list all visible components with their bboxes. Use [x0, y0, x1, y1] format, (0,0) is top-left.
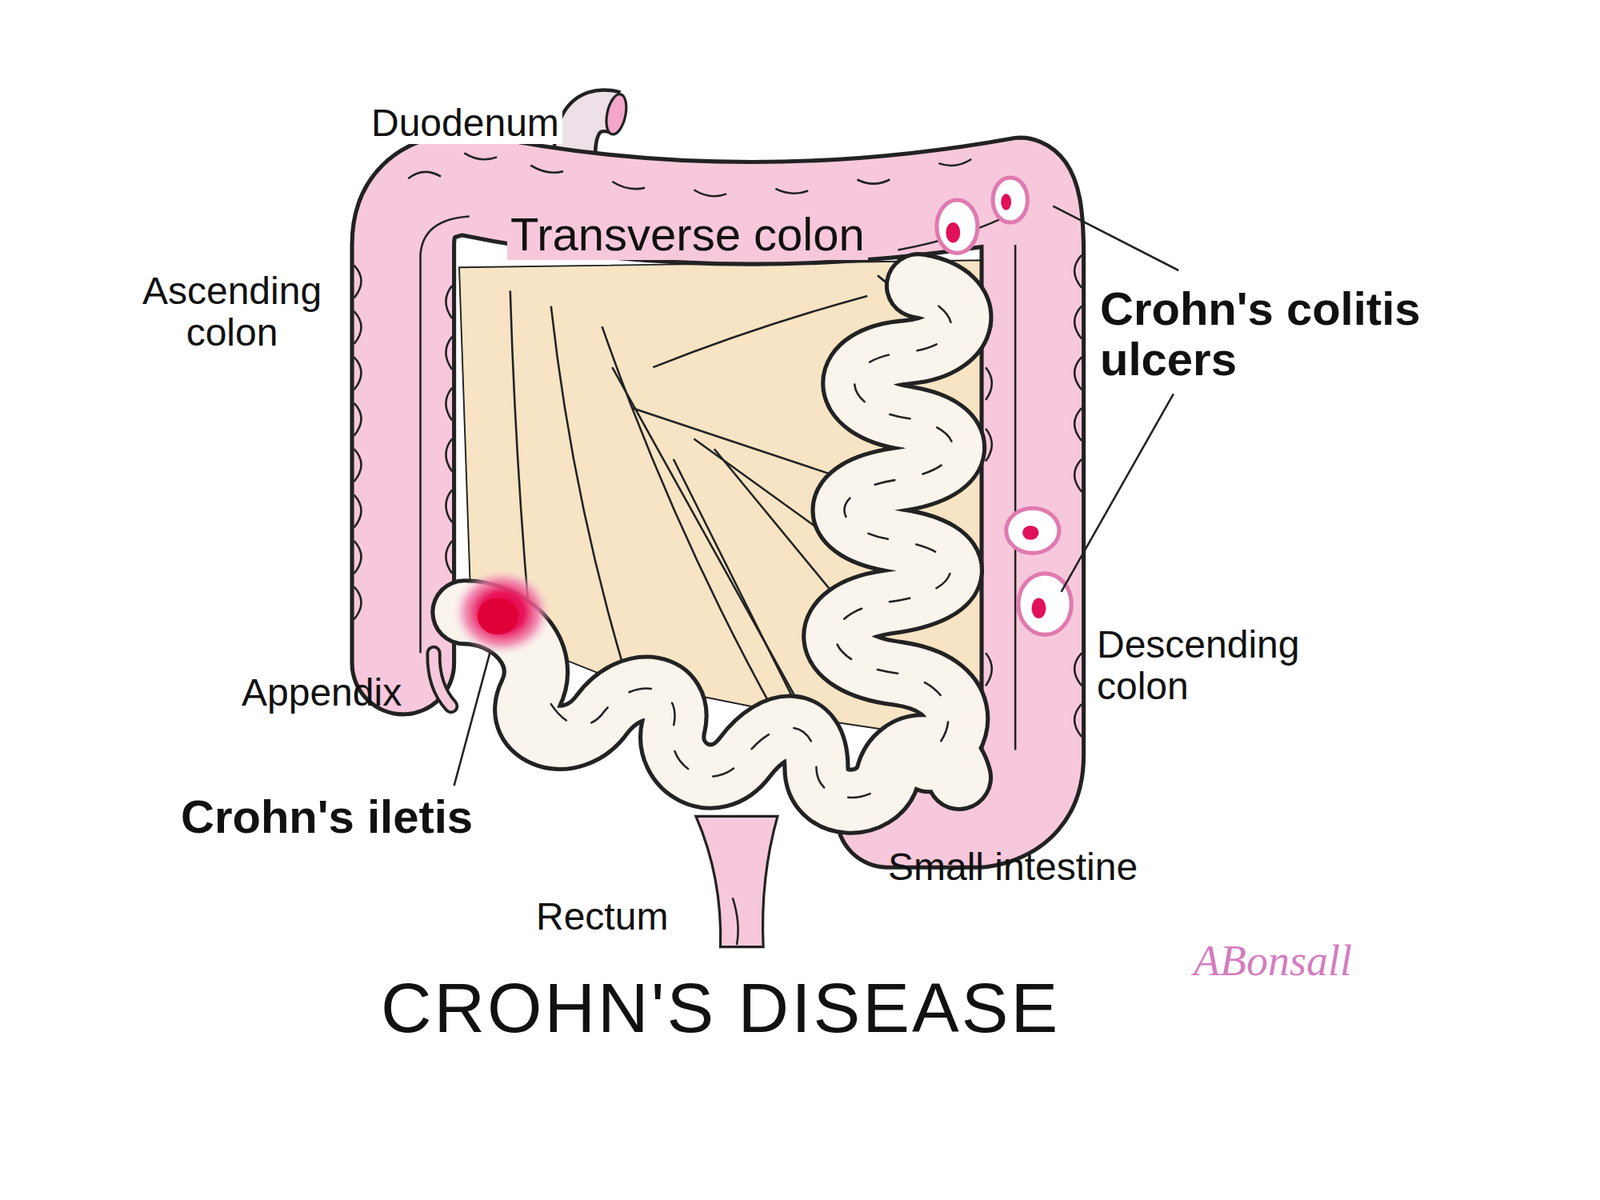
- part-label: Duodenum: [368, 102, 563, 144]
- part-label: Rectum: [536, 896, 668, 938]
- diagram-title: CROHN'S DISEASE: [380, 969, 1060, 1046]
- callout-label: Crohn's colitis ulcers: [1100, 284, 1476, 384]
- part-label: Ascending colon: [128, 270, 336, 354]
- callout-label: Crohn's iletis: [180, 792, 473, 843]
- part-label: Appendix: [241, 672, 402, 714]
- signature: ABonsall: [1193, 937, 1352, 984]
- part-label: Descending colon: [1096, 624, 1353, 708]
- part-label: Transverse colon: [507, 209, 868, 260]
- part-label: Small intestine: [888, 846, 1138, 888]
